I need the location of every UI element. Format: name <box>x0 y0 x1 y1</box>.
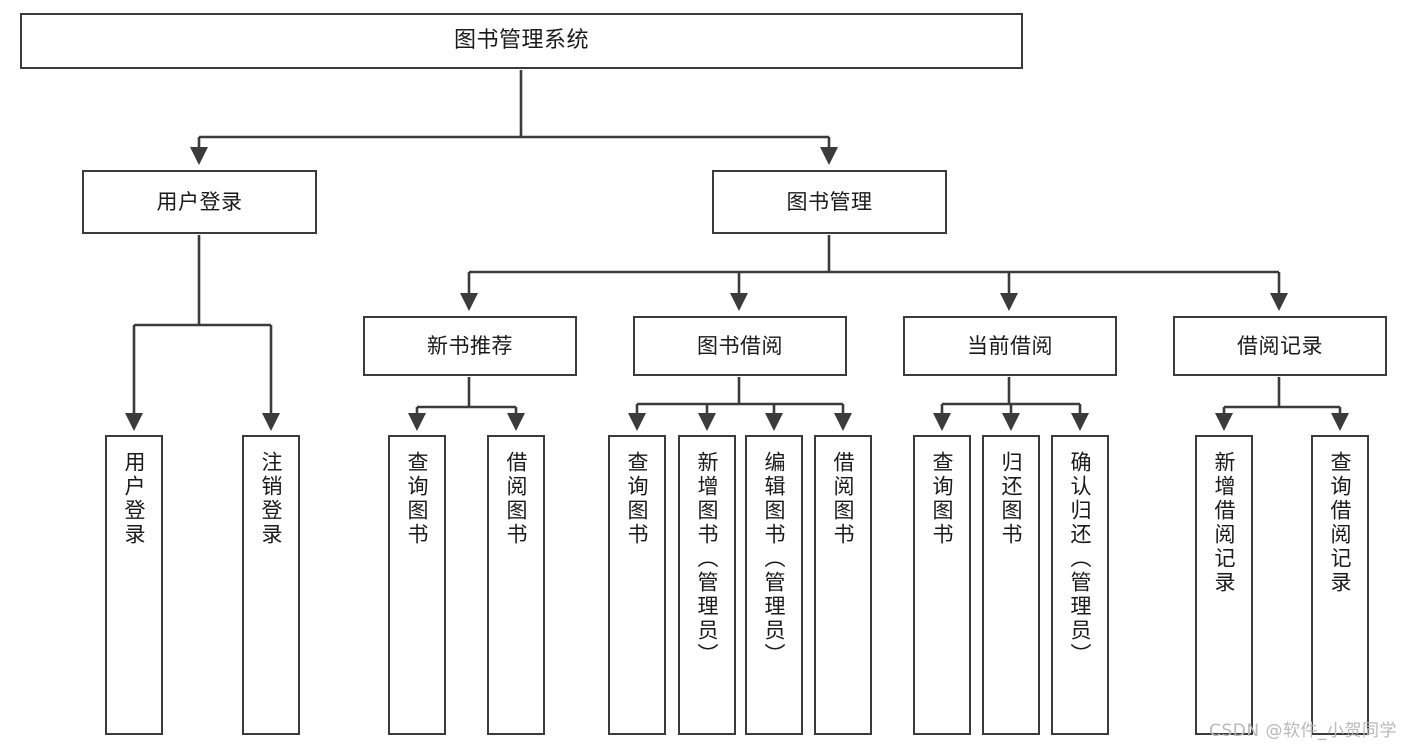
node-book-manage-label: 图书管理 <box>786 189 873 214</box>
watermark: CSDN @软件_小贺同学 <box>1209 721 1397 741</box>
node-book-manage[interactable]: 图书管理 <box>712 170 947 234</box>
node-leaf-query-book-2-label: 查询图书 <box>625 451 650 547</box>
node-leaf-borrow-book-1[interactable]: 借阅图书 <box>487 435 545 735</box>
node-leaf-borrow-book-2-label: 借阅图书 <box>831 451 856 547</box>
node-leaf-borrow-book-1-label: 借阅图书 <box>504 451 529 547</box>
node-leaf-query-record-label: 查询借阅记录 <box>1328 451 1353 595</box>
node-leaf-return-book-label: 归还图书 <box>999 451 1024 547</box>
node-leaf-user-login-label: 用户登录 <box>122 451 147 547</box>
node-current-borrow[interactable]: 当前借阅 <box>903 316 1117 376</box>
node-leaf-add-record-label: 新增借阅记录 <box>1212 451 1237 595</box>
node-leaf-confirm-return[interactable]: 确认归还（管理员） <box>1051 435 1109 735</box>
node-current-borrow-label: 当前借阅 <box>967 333 1053 358</box>
node-leaf-user-logout-label: 注销登录 <box>259 451 284 547</box>
node-leaf-edit-book-label: 编辑图书（管理员） <box>762 451 787 667</box>
node-leaf-borrow-book-2[interactable]: 借阅图书 <box>814 435 872 735</box>
node-user-login-label: 用户登录 <box>156 189 243 214</box>
node-leaf-query-record[interactable]: 查询借阅记录 <box>1311 435 1369 735</box>
node-root-label: 图书管理系统 <box>453 28 589 54</box>
node-leaf-user-logout[interactable]: 注销登录 <box>242 435 300 735</box>
node-leaf-query-book-3[interactable]: 查询图书 <box>913 435 971 735</box>
node-user-login[interactable]: 用户登录 <box>82 170 317 234</box>
node-leaf-query-book-3-label: 查询图书 <box>930 451 955 547</box>
node-root[interactable]: 图书管理系统 <box>20 13 1023 69</box>
node-leaf-add-record[interactable]: 新增借阅记录 <box>1195 435 1253 735</box>
node-new-book-rec[interactable]: 新书推荐 <box>363 316 577 376</box>
node-leaf-add-book-label: 新增图书（管理员） <box>695 451 720 667</box>
node-book-borrow[interactable]: 图书借阅 <box>633 316 847 376</box>
node-leaf-query-book-1-label: 查询图书 <box>405 451 430 547</box>
node-leaf-edit-book[interactable]: 编辑图书（管理员） <box>745 435 803 735</box>
node-leaf-user-login[interactable]: 用户登录 <box>105 435 163 735</box>
node-leaf-add-book[interactable]: 新增图书（管理员） <box>678 435 736 735</box>
node-borrow-record-label: 借阅记录 <box>1237 333 1323 358</box>
node-leaf-query-book-1[interactable]: 查询图书 <box>388 435 446 735</box>
node-leaf-query-book-2[interactable]: 查询图书 <box>608 435 666 735</box>
node-borrow-record[interactable]: 借阅记录 <box>1173 316 1387 376</box>
node-leaf-return-book[interactable]: 归还图书 <box>982 435 1040 735</box>
node-new-book-rec-label: 新书推荐 <box>427 333 513 358</box>
node-book-borrow-label: 图书借阅 <box>697 333 783 358</box>
node-leaf-confirm-return-label: 确认归还（管理员） <box>1068 451 1093 667</box>
